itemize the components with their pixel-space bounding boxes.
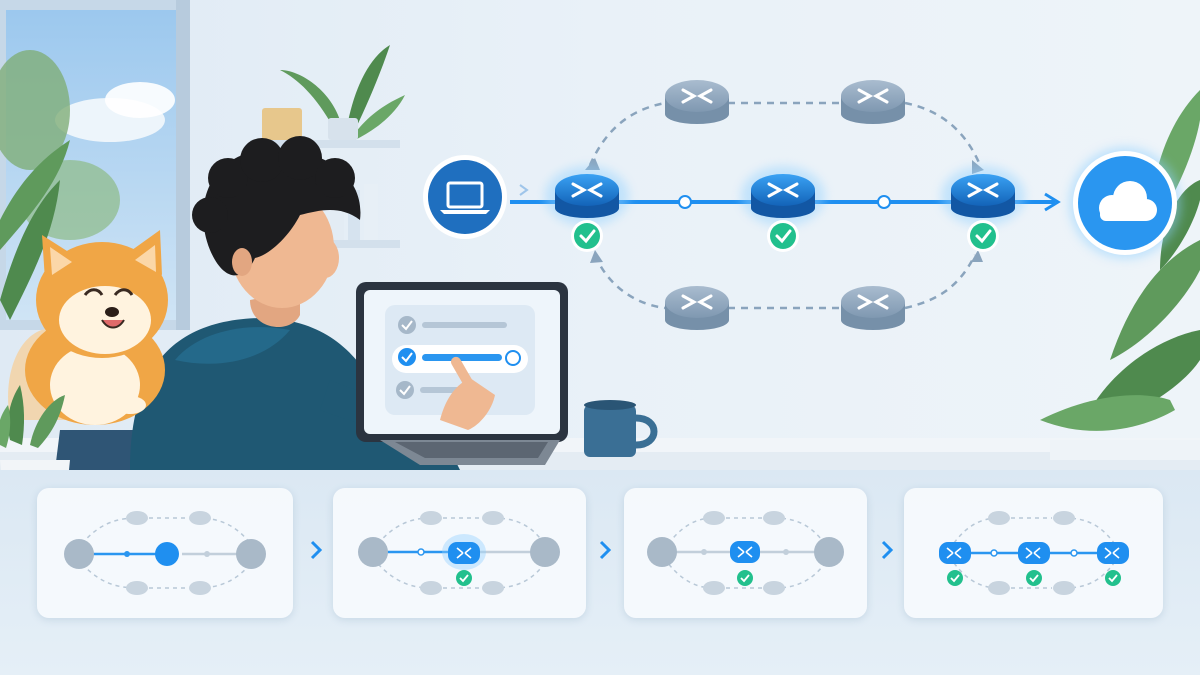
person [55, 136, 479, 470]
shelf-plant [280, 45, 405, 140]
backup-paths [588, 101, 982, 310]
shiba-dog [8, 230, 168, 425]
step-1-diagram [64, 511, 266, 595]
cloud-node [1069, 147, 1181, 259]
router-icon [741, 166, 825, 226]
chevron-right-icon [308, 538, 324, 562]
check-icon [571, 220, 603, 252]
chevron-right-icon [597, 538, 613, 562]
router-icon [941, 166, 1025, 226]
backup-routers [665, 80, 905, 330]
chevron-right-icon [879, 538, 895, 562]
check-icon [767, 220, 799, 252]
steps-row [0, 470, 1200, 675]
pointing-hand [440, 356, 495, 430]
cloud-icon [1099, 181, 1157, 221]
left-plant [0, 140, 70, 320]
router-icon [665, 286, 729, 330]
step-card-3 [624, 488, 867, 618]
step-card-1 [37, 488, 293, 618]
laptop-icon [440, 181, 490, 214]
router-icon [841, 286, 905, 330]
router-icon [545, 166, 629, 226]
active-routers [545, 166, 1025, 252]
check-icon [967, 220, 999, 252]
step-3-diagram [647, 511, 844, 595]
step-card-2 [333, 488, 586, 618]
window [0, 0, 190, 330]
laptop-node [423, 155, 507, 239]
right-plant [1040, 90, 1200, 431]
step-2-diagram [358, 511, 560, 595]
router-icon [841, 80, 905, 124]
router-icon [665, 80, 729, 124]
step-4-diagram [939, 511, 1129, 595]
coffee-mug [584, 400, 658, 457]
step-card-4 [904, 488, 1163, 618]
